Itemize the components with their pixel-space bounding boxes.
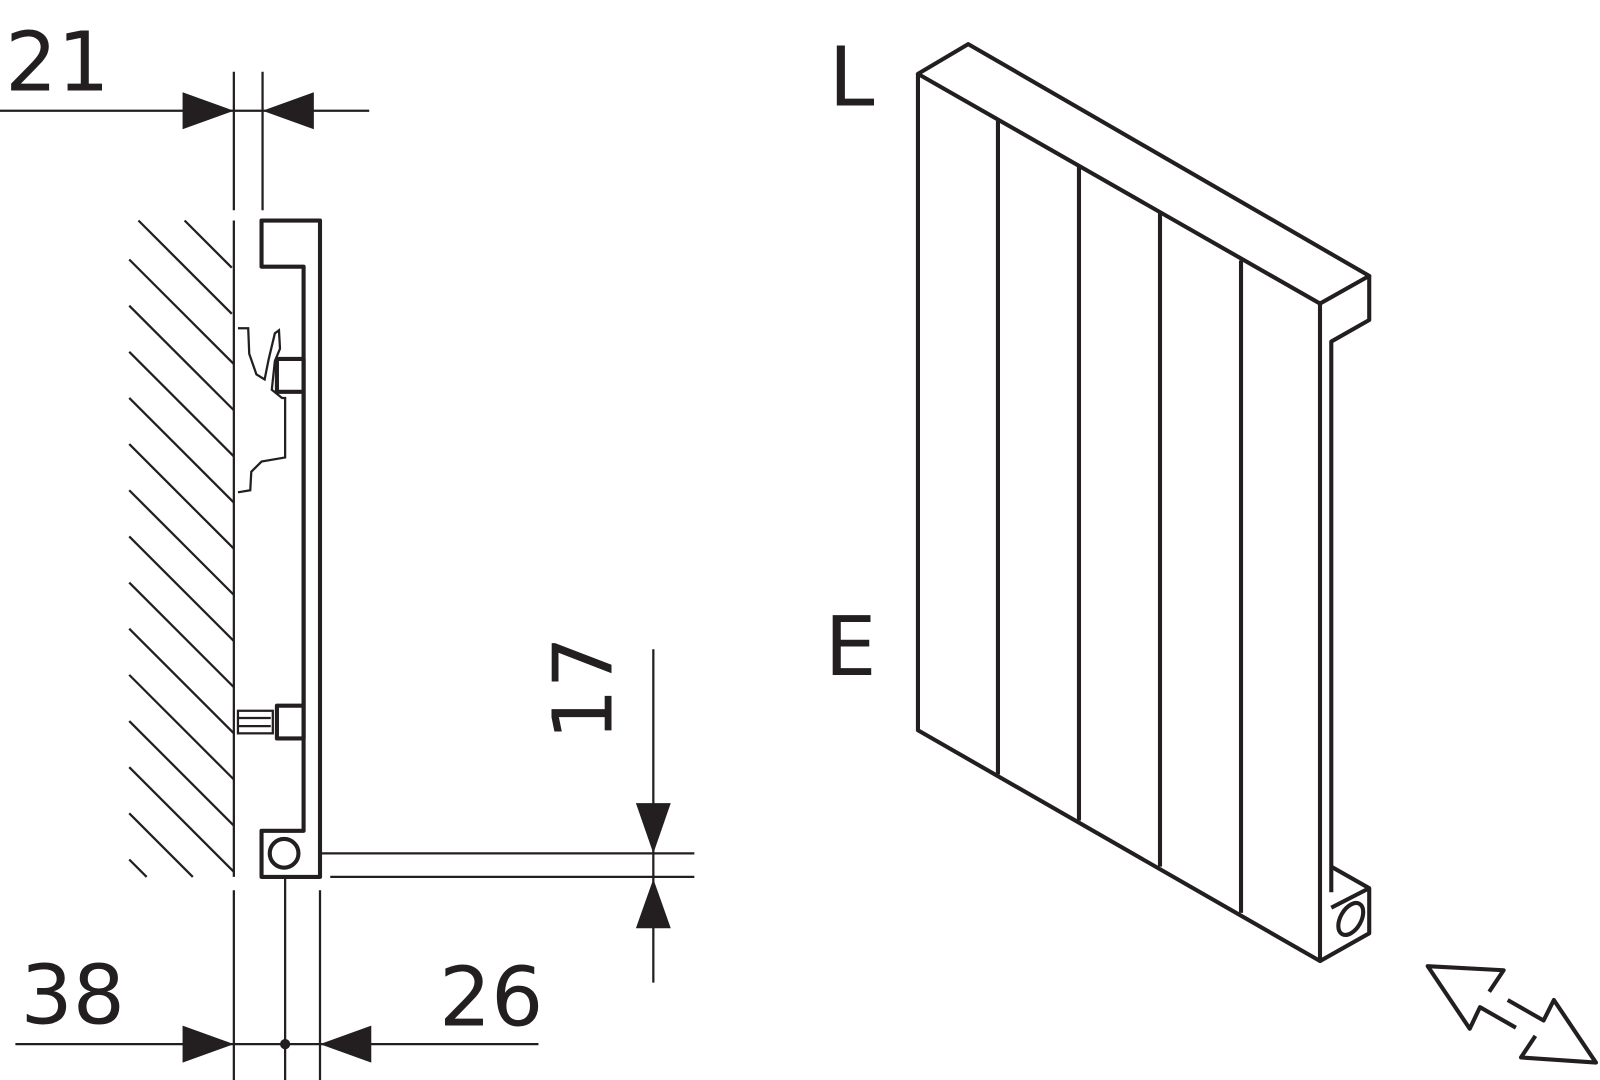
dimension-label-38: 38 (21, 949, 125, 1044)
pipe-connection-circle (267, 836, 301, 870)
hatch-line (128, 258, 235, 365)
dimension-label-26: 26 (439, 951, 543, 1046)
hatch-line (128, 674, 235, 781)
hatch-line (128, 858, 148, 878)
bidirectional-arrow-icon (1425, 964, 1598, 1065)
wall-hatching (128, 219, 235, 878)
radiator-side-section (259, 218, 323, 879)
connection-label-l: L (829, 31, 875, 126)
hatch-line (137, 219, 233, 315)
hatch-line (128, 766, 235, 873)
dimension-17: 17 (320, 636, 695, 983)
radiator-isometric (915, 42, 1372, 964)
hatch-line (128, 443, 235, 550)
hatch-line (128, 304, 235, 412)
hatch-line (128, 627, 235, 735)
dimension-label-21: 21 (5, 15, 109, 110)
hatch-line (128, 581, 235, 688)
hatch-line (183, 219, 233, 269)
pipe-connection-ellipse (1336, 900, 1366, 937)
dimension-label-17: 17 (536, 636, 631, 740)
hatch-line (128, 350, 235, 458)
connection-label-e: E (825, 600, 877, 695)
wall-bracket (236, 327, 306, 741)
hatch-line (128, 812, 194, 878)
dimension-21: 21 (0, 15, 370, 211)
hatch-line (128, 535, 235, 642)
hatch-line (128, 720, 235, 827)
hatch-line (128, 489, 235, 596)
hatch-line (128, 397, 235, 504)
dimension-38-26: 38 26 (15, 876, 543, 1080)
